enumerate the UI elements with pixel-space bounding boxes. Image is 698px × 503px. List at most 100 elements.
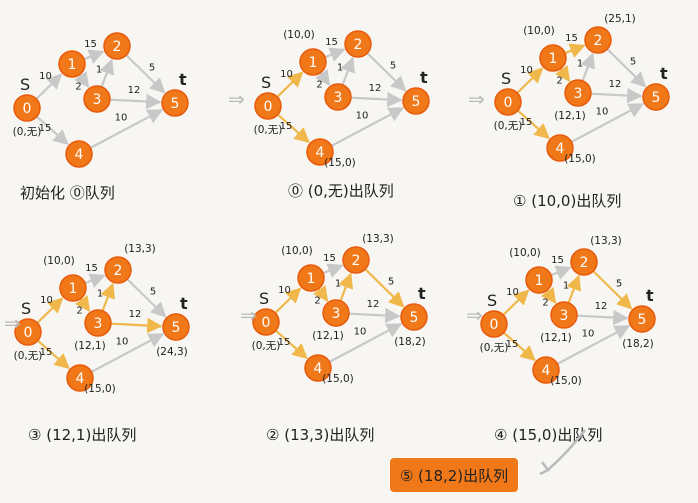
edge-2-5 (126, 278, 167, 318)
node-dist-label-1: (10,0) (509, 247, 541, 259)
edge-weight-1-3: 2 (76, 306, 82, 317)
edge-weight-1-2: 15 (323, 253, 336, 264)
edge-2-5 (125, 54, 166, 94)
edge-1-3 (312, 285, 329, 303)
node-dist-label-1: (10,0) (43, 255, 75, 267)
node-label-3: 3 (334, 90, 343, 106)
edge-1-3 (540, 287, 557, 305)
edge-weight-3-2: 1 (96, 65, 102, 76)
node-label-1: 1 (309, 55, 318, 71)
edge-weight-3-2: 1 (335, 279, 341, 290)
edge-weight-0-1: 10 (506, 287, 519, 298)
edge-3-2 (566, 274, 582, 304)
node-label-3: 3 (94, 316, 103, 332)
edge-weight-3-2: 1 (563, 281, 569, 292)
step-panel-3: 10151521125100(0,无)1(10,0)2(13,3)3(12,1)… (14, 243, 190, 444)
node-dist-label-4: (15,0) (564, 153, 596, 165)
node-dist-label-3: (12,1) (554, 110, 586, 122)
node-label-3: 3 (93, 92, 102, 108)
node-dist-label-3: (12,1) (74, 340, 106, 352)
edge-0-1 (274, 287, 302, 314)
edge-3-5 (348, 307, 401, 324)
step-arrow-icon-4: ⇒ (466, 303, 483, 327)
source-label: S (501, 69, 511, 88)
edge-weight-0-1: 10 (40, 295, 53, 306)
node-dist-label-2: (25,1) (604, 13, 636, 25)
step-panel-5: 10151521125100(0,无)1(10,0)2(13,3)3(12,1)… (480, 235, 656, 444)
edge-weight-1-2: 15 (551, 255, 564, 266)
node-1 (297, 264, 325, 292)
step-panel-2: 10151521125100(0,无)1(10,0)2(25,1)3(12,1)… (494, 13, 670, 210)
node-label-5: 5 (172, 320, 181, 336)
step-caption-0: 初始化 ⓪队列 (20, 184, 115, 202)
edge-0-4 (275, 329, 308, 360)
step-caption-4: ② (13,3)出队列 (266, 426, 374, 444)
final-banner-text: ⑤ (18,2)出队列 (400, 467, 508, 485)
node-dist-label-2: (13,3) (590, 235, 622, 247)
edge-3-5 (576, 309, 629, 326)
node-4 (306, 138, 334, 166)
node-label-3: 3 (560, 308, 569, 324)
node-dist-label-0: (0,无) (13, 126, 42, 138)
edge-2-5 (366, 52, 407, 92)
final-banner-box (390, 458, 518, 492)
edge-4-5 (328, 323, 403, 363)
edge-weight-3-2: 1 (577, 59, 583, 70)
edge-0-1 (516, 67, 544, 94)
node-label-2: 2 (580, 255, 589, 271)
final-step-banner: ⑤ (18,2)出队列 (390, 458, 518, 492)
edge-1-3 (554, 65, 571, 83)
edge-3-5 (590, 87, 643, 104)
node-label-4: 4 (76, 371, 85, 387)
edge-weight-1-3: 2 (314, 296, 320, 307)
step-arrow-icon-0: ⇒ (228, 87, 245, 111)
node-0 (14, 318, 42, 346)
node-0 (252, 308, 280, 336)
node-0 (254, 92, 282, 120)
node-label-3: 3 (332, 306, 341, 322)
edge-weight-1-2: 15 (84, 39, 97, 50)
edge-weight-0-4: 15 (280, 121, 293, 132)
edge-weight-1-3: 2 (316, 80, 322, 91)
node-dist-label-0: (0,无) (494, 120, 523, 132)
node-2 (104, 256, 132, 284)
node-dist-label-4: (15,0) (550, 375, 582, 387)
edge-weight-1-2: 15 (325, 37, 338, 48)
edge-weight-2-5: 5 (388, 277, 394, 288)
edge-weight-0-1: 10 (520, 65, 533, 76)
node-4 (66, 364, 94, 392)
edge-weight-3-2: 1 (337, 63, 343, 74)
step-caption-1: ⓪ (0,无)出队列 (288, 182, 394, 200)
edge-1-3 (73, 71, 90, 89)
node-label-4: 4 (316, 145, 325, 161)
edge-3-2 (99, 58, 115, 88)
source-label: S (21, 299, 31, 318)
node-label-0: 0 (262, 315, 271, 331)
node-label-1: 1 (307, 271, 316, 287)
edge-0-4 (277, 113, 310, 144)
node-dist-label-1: (10,0) (523, 25, 555, 37)
edge-1-2 (84, 273, 106, 288)
node-dist-label-2: (13,3) (362, 233, 394, 245)
edge-1-2 (550, 265, 572, 280)
node-3 (322, 299, 350, 327)
node-2 (584, 26, 612, 54)
edge-3-2 (340, 56, 356, 86)
node-4 (304, 354, 332, 382)
node-0 (494, 88, 522, 116)
edge-3-2 (580, 52, 596, 82)
edge-1-2 (324, 47, 346, 62)
edge-weight-3-5: 12 (128, 85, 141, 96)
step-caption-5: ④ (15,0)出队列 (494, 426, 602, 444)
node-2 (570, 248, 598, 276)
edge-weight-1-2: 15 (85, 263, 98, 274)
node-5 (402, 87, 430, 115)
source-label: S (259, 289, 269, 308)
edge-3-2 (100, 282, 116, 312)
node-label-2: 2 (352, 253, 361, 269)
node-5 (400, 303, 428, 331)
step-caption-3: ③ (12,1)出队列 (28, 426, 136, 444)
edge-3-5 (350, 91, 403, 108)
edge-weight-0-1: 10 (280, 69, 293, 80)
